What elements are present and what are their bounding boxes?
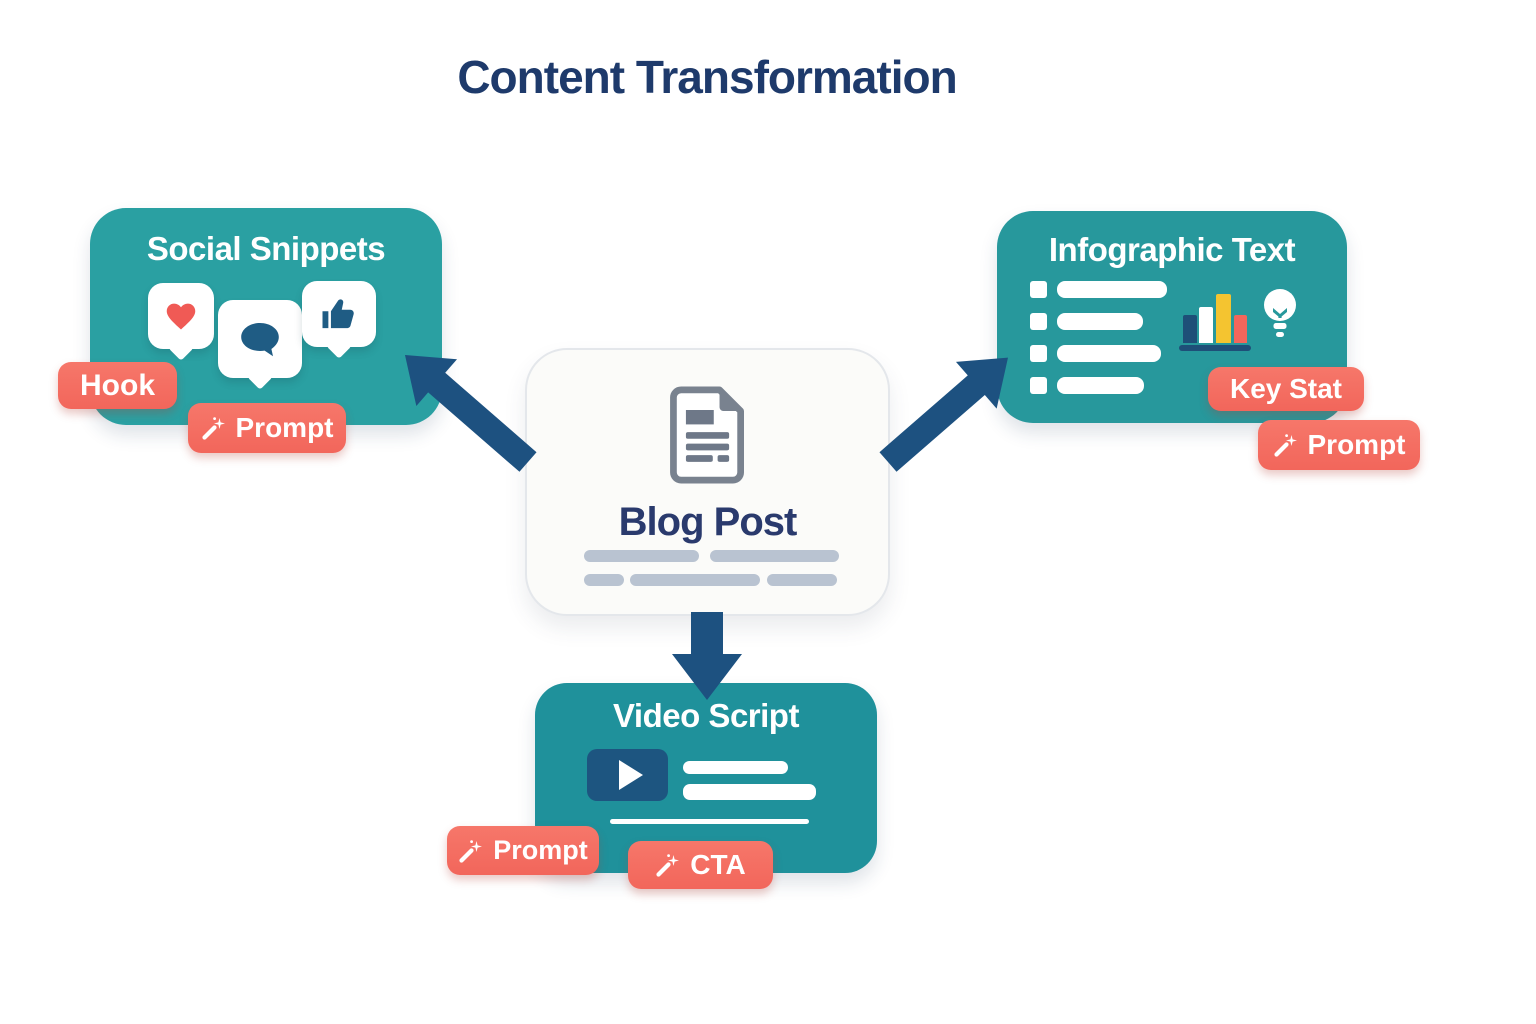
thumbs-up-icon bbox=[322, 299, 354, 329]
list-line bbox=[1057, 377, 1144, 394]
heart-bubble-icon bbox=[148, 283, 214, 349]
social-snippets-title: Social Snippets bbox=[146, 230, 386, 267]
magic-wand-icon bbox=[656, 854, 680, 877]
placeholder-line bbox=[584, 550, 699, 562]
key-stat-badge: Key Stat bbox=[1208, 367, 1364, 411]
play-button-icon bbox=[587, 749, 668, 801]
page-title: Content Transformation bbox=[457, 51, 957, 103]
placeholder-line bbox=[630, 574, 760, 586]
prompt-badge-label: Prompt bbox=[493, 835, 588, 865]
cta-badge-label: CTA bbox=[690, 849, 746, 880]
magic-wand-icon bbox=[201, 417, 225, 440]
play-triangle bbox=[618, 760, 643, 790]
chart-bar-navy bbox=[1183, 315, 1197, 343]
chart-axis bbox=[1179, 345, 1251, 351]
hook-badge: Hook bbox=[58, 362, 177, 409]
video-script-title: Video Script bbox=[613, 697, 799, 734]
comment-icon bbox=[241, 323, 279, 357]
list-bullet bbox=[1030, 377, 1047, 394]
magic-wand-icon bbox=[1273, 434, 1297, 457]
script-divider bbox=[610, 819, 809, 824]
script-line bbox=[683, 784, 816, 800]
cta-badge: CTA bbox=[628, 841, 773, 889]
hook-badge-label: Hook bbox=[80, 368, 155, 402]
script-line bbox=[683, 761, 788, 774]
list-bullet bbox=[1030, 281, 1047, 298]
heart-icon bbox=[166, 303, 196, 330]
prompt-badge-label: Prompt bbox=[235, 412, 334, 443]
thumbs-up-bubble-icon bbox=[302, 281, 376, 347]
list-line bbox=[1057, 281, 1167, 298]
document-icon bbox=[669, 386, 744, 484]
prompt-badge-label: Prompt bbox=[1307, 429, 1406, 460]
prompt-badge-social: Prompt bbox=[188, 403, 346, 453]
bar-chart-icon bbox=[1179, 291, 1257, 351]
chart-bar-red bbox=[1234, 315, 1247, 343]
list-bullet bbox=[1030, 313, 1047, 330]
list-line bbox=[1057, 345, 1161, 362]
placeholder-line bbox=[767, 574, 837, 586]
key-stat-badge-label: Key Stat bbox=[1229, 373, 1343, 404]
lightbulb-icon bbox=[1264, 289, 1296, 337]
blog-post-card: Blog Post bbox=[525, 348, 890, 616]
list-line bbox=[1057, 313, 1143, 330]
placeholder-line bbox=[710, 550, 839, 562]
chart-bar-yellow bbox=[1216, 294, 1231, 343]
magic-wand-icon bbox=[459, 839, 483, 863]
infographic-text-title: Infographic Text bbox=[1048, 231, 1296, 268]
chart-bar-white bbox=[1199, 307, 1213, 343]
comment-bubble-icon bbox=[218, 300, 302, 378]
blog-post-title: Blog Post bbox=[618, 500, 798, 544]
prompt-badge-video: Prompt bbox=[447, 826, 599, 875]
prompt-badge-infographic: Prompt bbox=[1258, 420, 1420, 470]
placeholder-line bbox=[584, 574, 624, 586]
list-bullet bbox=[1030, 345, 1047, 362]
